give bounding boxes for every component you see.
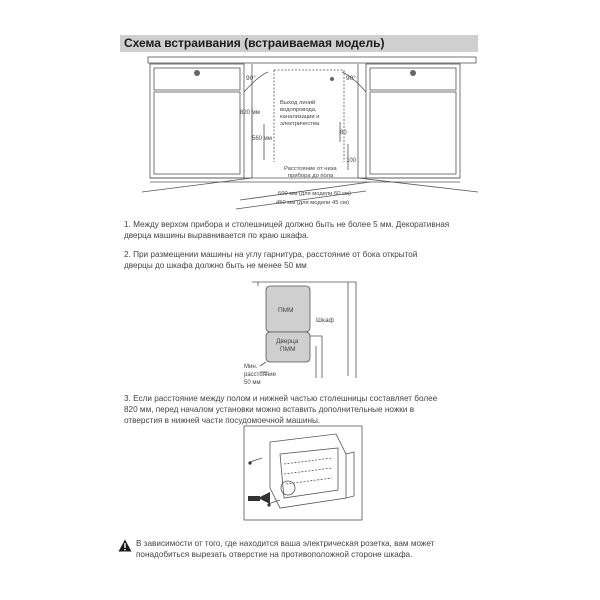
- note-1-line-1: 1. Между верхом прибора и столешницей до…: [124, 220, 450, 229]
- feet-diagram: [243, 425, 363, 521]
- dim-450: 450 мм (для модели 45 см): [276, 200, 349, 206]
- note-1-line-2: дверца машины выравнивается по краю шкаф…: [124, 231, 309, 240]
- warning-line-2: понадобиться вырезать отверстие на проти…: [136, 550, 413, 559]
- corner-diagram: ПММ Дверца ПММ Шкаф Мин. расстояние 50 м…: [244, 281, 357, 386]
- warning-line-1: В зависимости от того, где находится ваш…: [136, 539, 435, 548]
- min-dist-2: расстояние: [244, 372, 277, 378]
- door-label-2: ПММ: [280, 346, 296, 353]
- note-3-line-3: отверстия в нижней части посудомоечной м…: [124, 416, 321, 425]
- svg-text:Дверца ПММ: Дверца ПММ: [276, 338, 300, 353]
- dim-80: 80: [340, 130, 347, 136]
- min-dist-3: 50 мм: [244, 380, 261, 386]
- dim-820: 820 мм: [240, 110, 260, 116]
- pmm-label: ПММ: [278, 307, 294, 314]
- floor-note-1: Расстояние от низа: [284, 166, 337, 172]
- note-3: 3. Если расстояние между полом и нижней …: [124, 393, 484, 426]
- dim-100: 100: [346, 158, 357, 164]
- note-3-line-1: 3. Если расстояние между полом и нижней …: [124, 394, 438, 403]
- outlet-note-1: Выход линий: [280, 99, 315, 106]
- section-title: Схема встраивания (встраиваемая модель): [124, 36, 385, 50]
- svg-text:Мин. расстояние 50 мм: Мин. расстояние 50 мм: [244, 364, 278, 386]
- door-label-1: Дверца: [276, 338, 299, 345]
- cabinet-label: Шкаф: [316, 317, 335, 324]
- svg-text:Расстояние от низа прибора: Расстояние от низа прибора до пола: [284, 166, 338, 179]
- note-2: 2. При размещении машины на углу гарниту…: [124, 249, 484, 271]
- angle-right: 90°: [346, 74, 356, 82]
- min-dist-1: Мин.: [244, 364, 258, 370]
- installation-diagram: 90° 90° 820 мм 560 мм Выход линий водопр…: [141, 56, 479, 210]
- outlet-note-4: электричества: [280, 121, 320, 127]
- warning-text: В зависимости от того, где находится ваш…: [136, 538, 476, 560]
- dim-600: 600 мм (для модели 60 см): [278, 191, 351, 197]
- note-2-line-1: 2. При размещении машины на углу гарниту…: [124, 250, 418, 259]
- outlet-note-2: водопровода,: [280, 107, 317, 113]
- section-title-bar: Схема встраивания (встраиваемая модель): [120, 35, 478, 52]
- note-3-line-2: 820 мм, перед началом установки можно вс…: [124, 405, 415, 414]
- warning-icon: [118, 539, 132, 552]
- svg-text:Выход линий водопровода,: Выход линий водопровода, канализации и э…: [280, 99, 321, 127]
- angle-left: 90°: [246, 74, 256, 82]
- outlet-note-3: канализации и: [280, 114, 319, 120]
- floor-note-2: прибора до пола: [288, 173, 334, 179]
- note-2-line-2: дверцы до шкафа должно быть не менее 50 …: [124, 261, 307, 270]
- note-1: 1. Между верхом прибора и столешницей до…: [124, 219, 484, 241]
- dim-560: 560 мм: [252, 136, 272, 142]
